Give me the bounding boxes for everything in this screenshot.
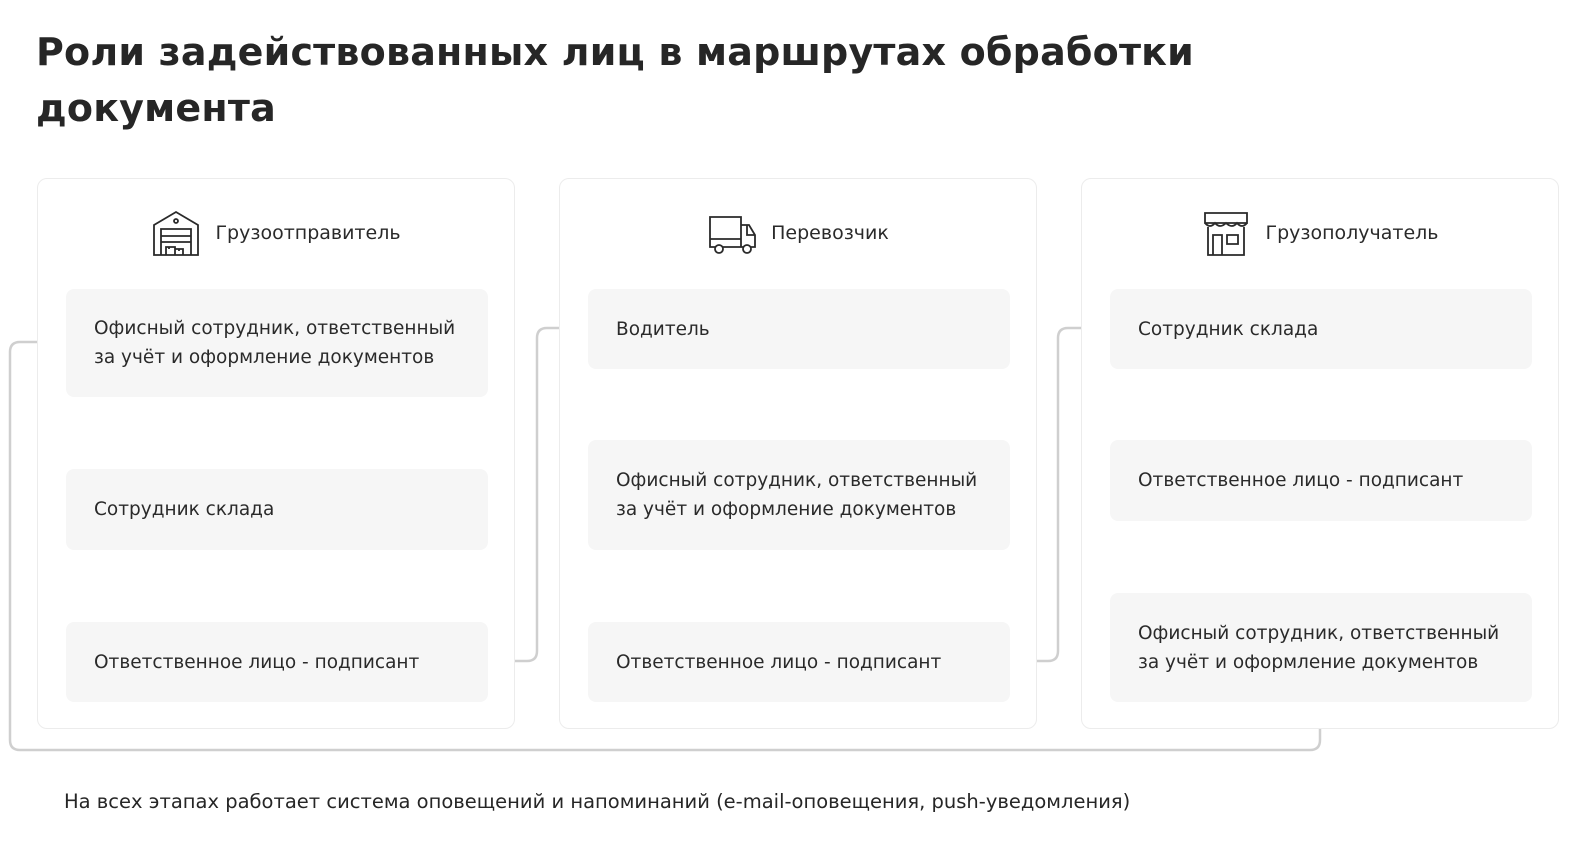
step-box: Офисный сотрудник, ответственный за учёт… (1110, 593, 1532, 702)
footer-note: На всех этапах работает система оповещен… (64, 790, 1131, 813)
column-consignee: Грузополучатель Сотрудник склада Ответст… (1081, 178, 1559, 729)
store-icon (1204, 212, 1249, 256)
step-box: Офисный сотрудник, ответственный за учёт… (66, 289, 488, 397)
warehouse-icon (153, 210, 200, 256)
page-title: Роли задействованных лиц в маршрутах обр… (36, 30, 1194, 130)
step-box: Сотрудник склада (1110, 289, 1532, 369)
column-title: Грузополучатель (1265, 222, 1439, 244)
step-box: Сотрудник склада (66, 469, 488, 550)
step-box: Ответственное лицо - подписант (588, 622, 1010, 702)
column-carrier: Перевозчик Водитель Офисный сотрудник, о… (559, 178, 1037, 729)
column-shipper: Грузоотправитель Офисный сотрудник, отве… (37, 178, 515, 729)
step-box: Ответственное лицо - подписант (1110, 440, 1532, 521)
step-box: Офисный сотрудник, ответственный за учёт… (588, 440, 1010, 550)
column-title: Перевозчик (771, 222, 889, 244)
column-title: Грузоотправитель (215, 222, 401, 244)
step-box: Водитель (588, 289, 1010, 369)
truck-icon (709, 216, 757, 254)
step-box: Ответственное лицо - подписант (66, 622, 488, 702)
